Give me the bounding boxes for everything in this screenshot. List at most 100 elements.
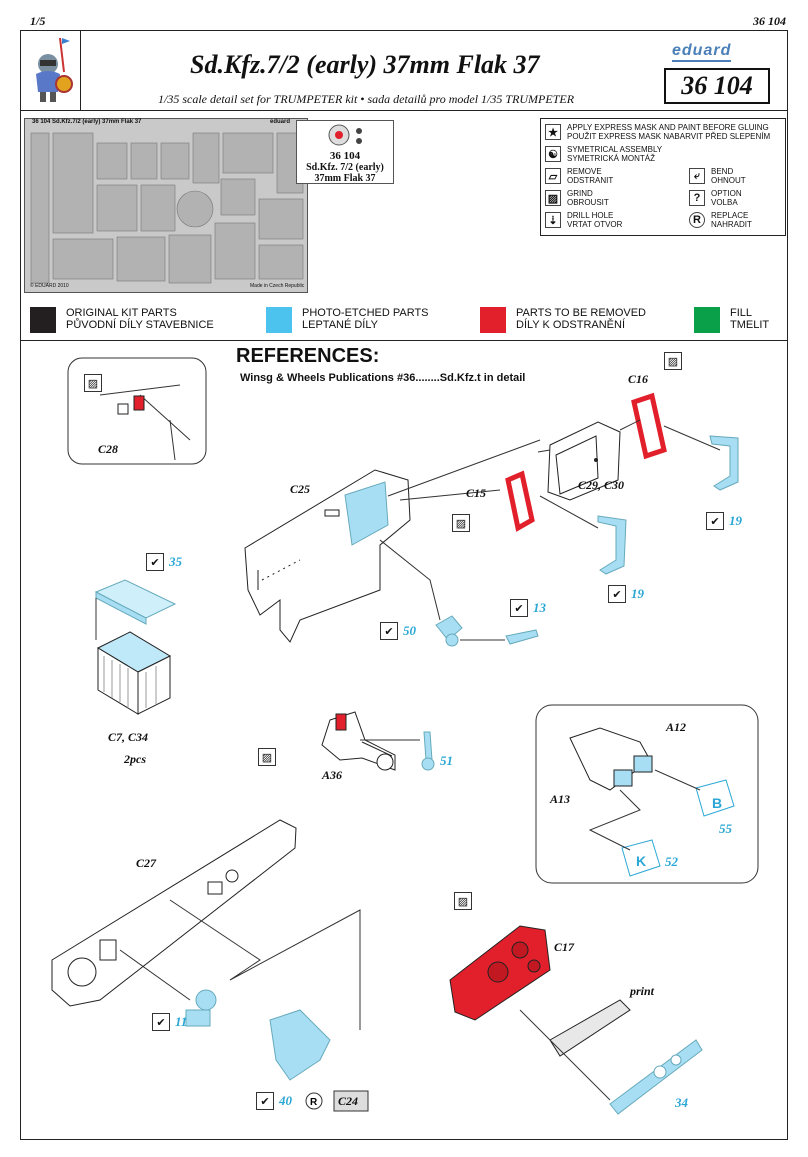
- bend-icon: ✔: [510, 599, 528, 617]
- brand-logo: eduard: [672, 42, 732, 62]
- question-icon: ?: [689, 190, 705, 206]
- step-19-lower-number: 19: [631, 586, 644, 601]
- color-removed-label: PARTS TO BE REMOVED: [516, 307, 646, 319]
- part-c15: C15: [466, 486, 487, 500]
- references-line: Winsg & Wheels Publications #36........S…: [240, 372, 526, 384]
- swatch-photo-etched: [266, 307, 292, 333]
- bend-icon: ⤶: [689, 168, 705, 184]
- a36-assembly: [321, 711, 435, 771]
- pe-bracket-19a: [709, 435, 739, 491]
- step-34: 34: [670, 1095, 688, 1111]
- set-label: 36 104 Sd.Kfz. 7/2 (early) 37mm Flak 37: [296, 120, 394, 184]
- symbol-legend: ★ APPLY EXPRESS MASK AND PAINT BEFORE GL…: [540, 118, 786, 236]
- grind-icon: ▨: [84, 374, 102, 392]
- photo-etch-fret: [24, 118, 308, 293]
- legend-bend-text: BEND: [711, 167, 734, 176]
- bend-icon: ✔: [256, 1092, 274, 1110]
- color-fill-label: FILL: [730, 307, 753, 319]
- part-a12: A12: [666, 720, 687, 734]
- step-55: 55: [714, 821, 732, 837]
- step-52-number: 52: [665, 854, 678, 869]
- set-number-box: 36 104: [664, 68, 770, 104]
- part-c7-c34: C7, C34: [108, 730, 149, 744]
- step-35: ✔35: [146, 553, 182, 571]
- drill-icon: ⇣: [545, 212, 561, 228]
- step-55-number: 55: [719, 821, 732, 836]
- swatch-original: [30, 307, 56, 333]
- c15-frame: [505, 470, 535, 532]
- bend-icon: ✔: [608, 585, 626, 603]
- battery-c7: [94, 579, 177, 715]
- step-52: 52: [660, 854, 678, 870]
- legend-remove-text-cz: ODSTRANIT: [567, 176, 614, 185]
- legend-grind-text: GRIND: [567, 189, 593, 198]
- step-11: ✔ 11: [152, 1013, 187, 1031]
- legend-remove-text: REMOVE: [567, 167, 602, 176]
- part-print: print: [630, 984, 655, 998]
- part-a13: A13: [550, 792, 571, 806]
- replace-icon-letter: R: [310, 1097, 318, 1108]
- part-c17: C17: [554, 940, 575, 954]
- c29-box: [547, 421, 621, 501]
- grind-icon: ▨: [258, 748, 276, 766]
- set-label-number: 36 104: [329, 150, 361, 162]
- legend-option-text: OPTION: [711, 189, 742, 198]
- swatch-fill: [694, 307, 720, 333]
- fret-made-in: Made in Czech Republic: [250, 283, 305, 289]
- legend-drill-text-cz: VRTAT OTVOR: [567, 220, 623, 229]
- legend-drill-text: DRILL HOLE: [567, 211, 614, 220]
- step-19-lower: ✔ 19: [608, 585, 644, 603]
- star-icon: ★: [545, 124, 561, 140]
- set-label-gun: 37mm Flak 37: [314, 173, 376, 184]
- a12-inset-frame: [535, 704, 759, 884]
- color-original-label-cz: PŮVODNÍ DÍLY STAVEBNICE: [66, 319, 214, 331]
- grind-icon: ▨: [664, 352, 682, 370]
- c24-box: [333, 1090, 369, 1112]
- c28-inset-frame: [67, 357, 207, 465]
- legend-symmetrical-text-cz: SYMETRICKÁ MONTÁŽ: [567, 154, 656, 163]
- step-19-upper: ✔19: [706, 512, 742, 530]
- step-51: 51: [426, 753, 453, 769]
- legend-bend-text-cz: OHNOUT: [711, 176, 746, 185]
- step-40-number: 40: [279, 1093, 292, 1108]
- page-subtitle: 1/35 scale detail set for TRUMPETER kit …: [158, 92, 575, 106]
- set-label-name: Sd.Kfz. 7/2 (early): [306, 162, 384, 173]
- color-fill-label-cz: TMELIT: [730, 319, 770, 331]
- c27-dashboard: [51, 819, 361, 1081]
- swatch-removed: [480, 307, 506, 333]
- part-c24: C24: [338, 1094, 359, 1108]
- logo-divider: [80, 30, 81, 110]
- color-removed-label-cz: DÍLY K ODSTRANĚNÍ: [516, 319, 626, 331]
- color-photo-etched-label-cz: LEPTANÉ DÍLY: [302, 319, 379, 331]
- part-c25: C25: [290, 482, 311, 496]
- legend-option-text-cz: VOLBA: [711, 198, 738, 207]
- etch-letter-k: K: [636, 853, 646, 869]
- legend-replace-text: REPLACE: [711, 211, 749, 220]
- bend-icon: ✔: [152, 1013, 170, 1031]
- grind-icon: ▨: [452, 514, 470, 532]
- legend-express-mask: ★ APPLY EXPRESS MASK AND PAINT BEFORE GL…: [545, 123, 770, 141]
- part-c29-c30: C29, C30: [578, 478, 625, 492]
- part-a36: A36: [322, 768, 343, 782]
- step-13: ✔13: [510, 599, 546, 617]
- part-c27: C27: [136, 856, 157, 870]
- legend-express-mask-text-cz: POUŽIT EXPRESS MASK NABARVIT PŘED SLEPEN…: [567, 132, 771, 141]
- grind-icon: ▨: [545, 190, 561, 206]
- step-11-number: 11: [175, 1014, 188, 1029]
- etch-letter-b: B: [712, 795, 722, 811]
- bend-icon: ✔: [706, 512, 724, 530]
- step-50-number: 50: [403, 623, 416, 638]
- fret-label: 36 104 Sd.Kfz.7/2 (early) 37mm Flak 37: [32, 119, 142, 125]
- remove-icon: ▱: [545, 168, 561, 184]
